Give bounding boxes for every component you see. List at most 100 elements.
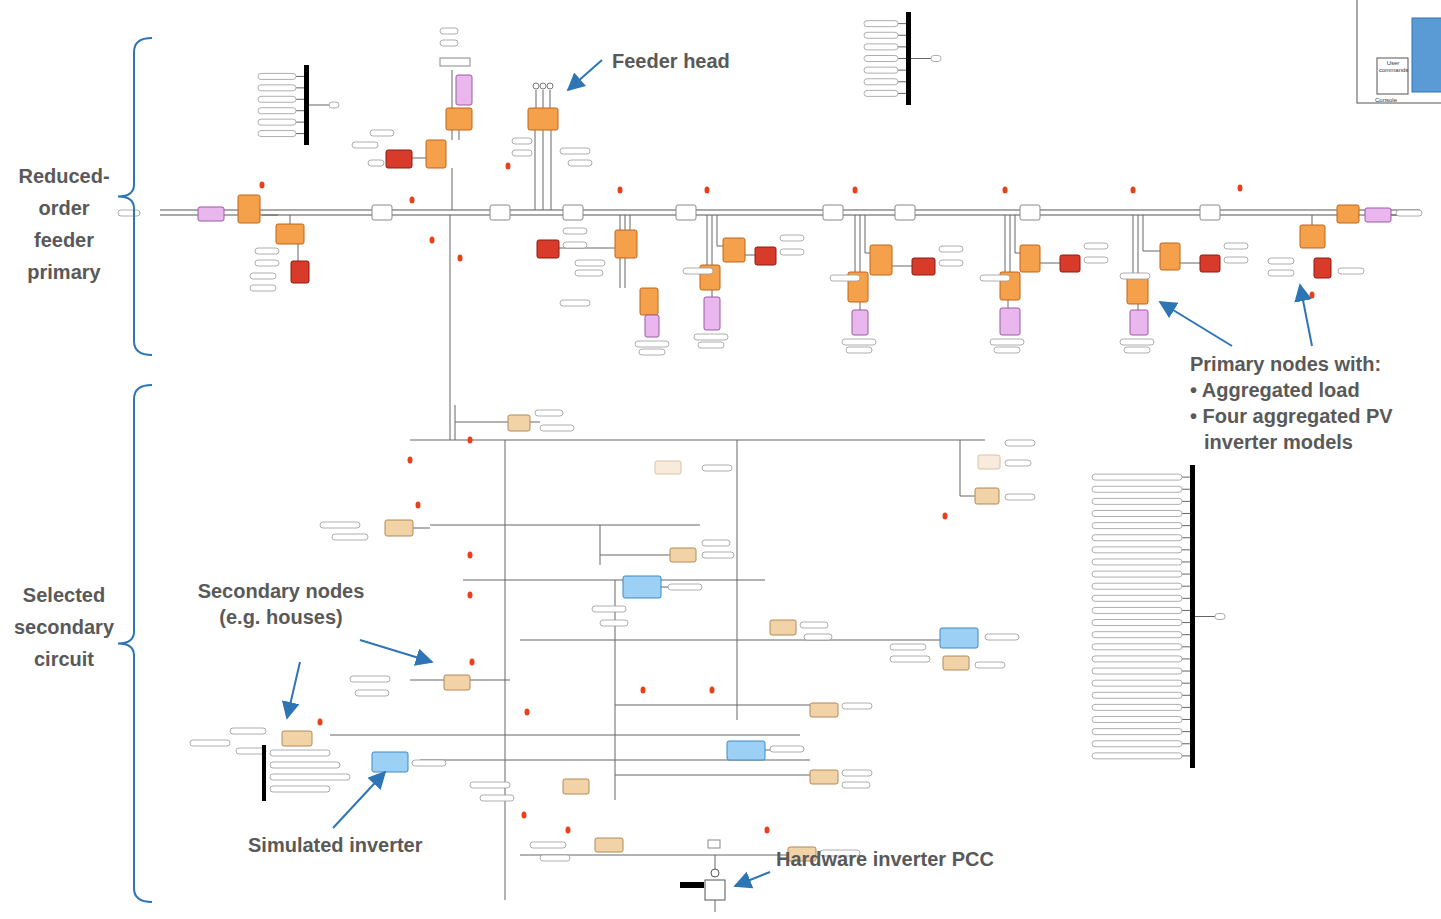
blue-block (623, 576, 661, 598)
blue-block (940, 628, 978, 648)
goto-tag (1005, 494, 1035, 500)
goto-tag (600, 620, 628, 626)
goto-tag (830, 275, 860, 281)
thumbnail-label: User commands (1379, 60, 1407, 74)
pink-block (1365, 208, 1391, 222)
goto-tag (258, 108, 296, 114)
red-pin (1131, 187, 1136, 194)
wire (1010, 215, 1011, 272)
wire (1195, 616, 1215, 617)
wire (707, 215, 708, 265)
goto-tag (698, 342, 724, 348)
red-pin (410, 197, 415, 204)
wire (1182, 598, 1190, 599)
goto-tag (270, 786, 330, 792)
wire (898, 70, 906, 71)
wire (715, 900, 716, 912)
wire (911, 58, 931, 59)
wire (960, 440, 961, 496)
wire (712, 215, 713, 265)
annotation-label: • Aggregated load (1190, 377, 1430, 403)
pink-block (1130, 310, 1148, 335)
goto-tag (352, 142, 378, 148)
red-pin (318, 719, 323, 726)
goto-tag (255, 260, 279, 266)
goto-tag (270, 774, 350, 780)
thumbnail-label: Console (1366, 97, 1406, 104)
wire (160, 210, 1420, 211)
red-pin (566, 827, 571, 834)
goto-tag (842, 339, 876, 345)
red-pin (710, 687, 715, 694)
port (547, 83, 553, 89)
orange-block (723, 238, 745, 262)
orange-block (1160, 243, 1180, 270)
wire (865, 215, 870, 253)
bus-bar (304, 65, 309, 145)
wire (1182, 489, 1190, 490)
red-pin (522, 812, 527, 819)
wire (296, 122, 304, 123)
wire (1182, 501, 1190, 502)
goto-tag (931, 56, 941, 62)
wire (1182, 513, 1190, 514)
goto-tag (563, 242, 587, 248)
goto-tag (255, 248, 279, 254)
goto-tag (1092, 559, 1182, 565)
red-pin (468, 437, 473, 444)
wire (535, 130, 536, 210)
wire (1182, 634, 1190, 635)
goto-tag (329, 102, 339, 108)
goto-tag (842, 703, 872, 709)
goto-tag (1268, 258, 1294, 264)
goto-tag (320, 522, 360, 528)
tan-block (282, 731, 312, 746)
annotation-label: Hardware inverter PCC (776, 846, 1036, 872)
wire (452, 168, 453, 210)
red-pin (1003, 187, 1008, 194)
tan-block (385, 520, 413, 536)
wire (1182, 683, 1190, 684)
red-pin (506, 163, 511, 170)
orange-block (615, 230, 637, 258)
wire (1182, 477, 1190, 478)
wire (296, 99, 304, 100)
goto-tag (368, 160, 384, 166)
leader-arrow (333, 772, 385, 828)
red-pin (408, 457, 413, 464)
console-box (1377, 58, 1408, 94)
goto-tag (694, 334, 728, 340)
port (540, 83, 546, 89)
wire (600, 525, 601, 565)
wire (1182, 731, 1190, 732)
goto-tag (1092, 583, 1182, 589)
goto-tag (270, 762, 340, 768)
wire (960, 496, 975, 497)
goto-tag (980, 275, 1010, 281)
wire (1138, 304, 1139, 310)
wire (860, 215, 861, 272)
goto-tag (540, 855, 570, 861)
orange-block (238, 195, 260, 223)
wire (715, 855, 716, 870)
wire (412, 158, 426, 159)
goto-tag (560, 148, 590, 154)
wire (745, 255, 755, 256)
leader-arrow (1300, 285, 1312, 346)
goto-tag (332, 534, 368, 540)
red-block (1200, 255, 1220, 272)
wire (860, 302, 861, 310)
goto-tag (1338, 268, 1364, 274)
wire (543, 130, 544, 210)
blue-panel (1412, 18, 1441, 92)
goto-tag (575, 260, 605, 266)
goto-tag (1092, 620, 1182, 626)
goto-tag (800, 622, 828, 628)
goto-tag (370, 130, 394, 136)
tan-block (975, 488, 999, 504)
annotation-label: Selected secondary circuit (8, 579, 120, 675)
goto-tag (350, 676, 390, 682)
red-pin (470, 659, 475, 666)
orange-block (1300, 225, 1325, 248)
blue-block (727, 741, 765, 760)
